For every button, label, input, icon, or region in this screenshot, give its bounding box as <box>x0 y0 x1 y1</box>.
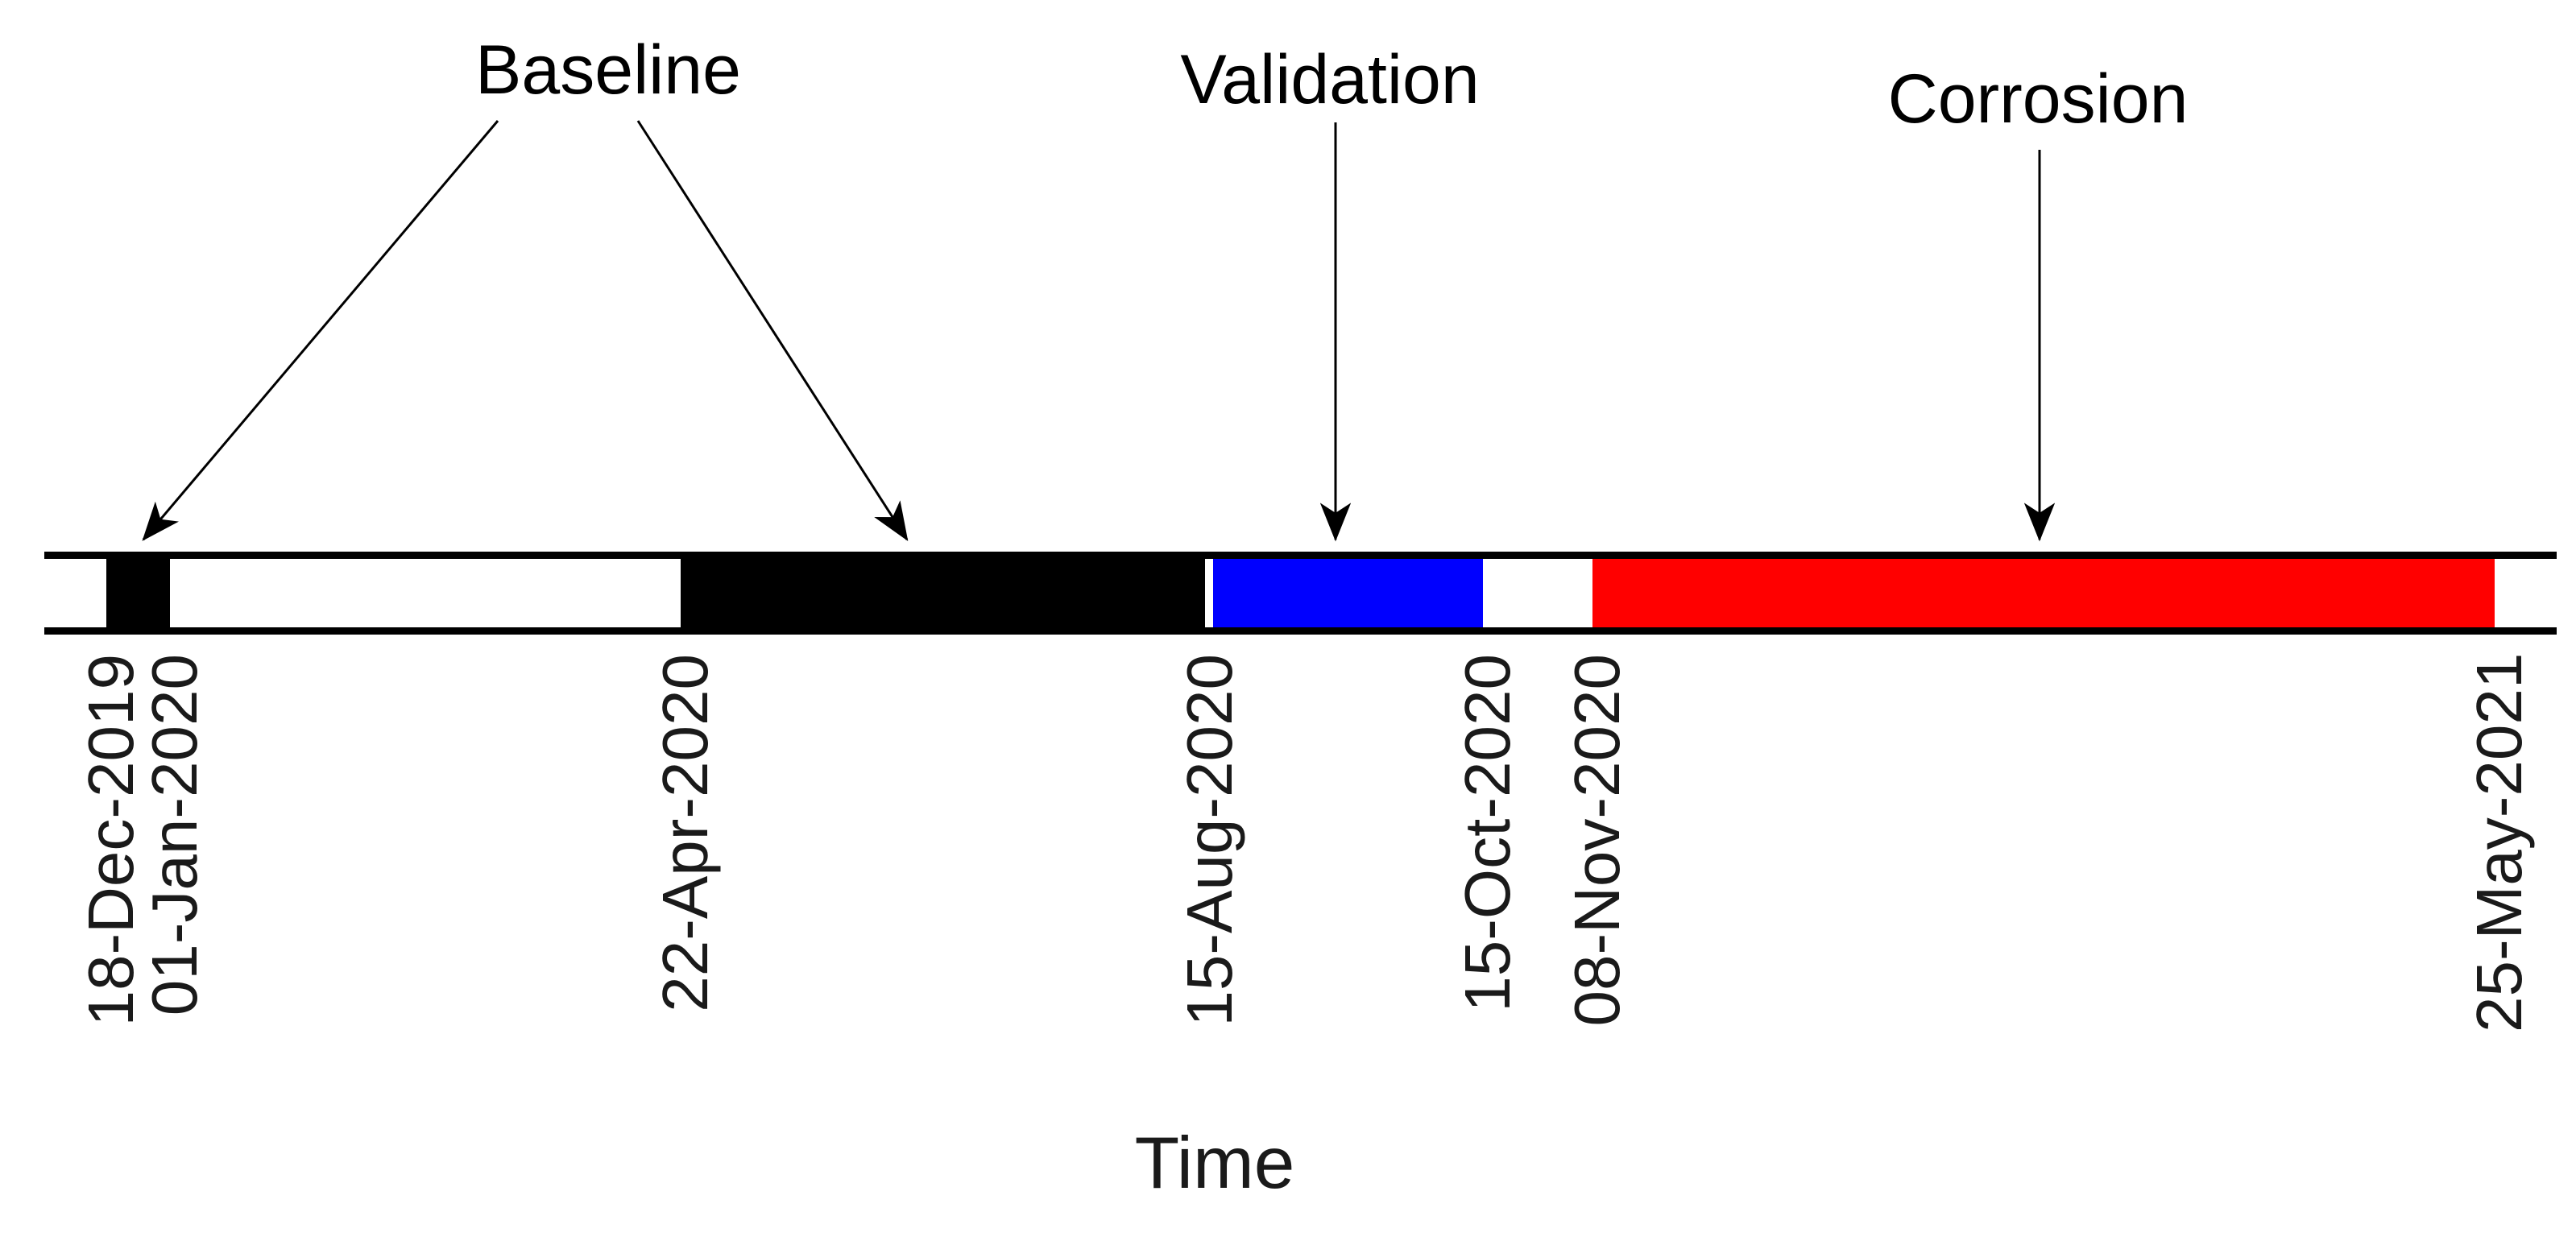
date-tick: 25-May-2021 <box>2463 652 2535 1032</box>
timeline-top-border <box>44 552 2557 559</box>
date-tick: 08-Nov-2020 <box>1560 654 1633 1027</box>
time-axis-label: Time <box>1134 1123 1295 1204</box>
date-tick: 15-Oct-2020 <box>1451 654 1523 1012</box>
timeline-segment-baseline <box>106 559 171 627</box>
date-tick: 15-Aug-2020 <box>1173 654 1245 1027</box>
baseline-arrow-left <box>142 120 499 541</box>
date-tick: 18-Dec-2019 <box>75 654 147 1027</box>
timeline-segment-validation <box>1212 559 1483 627</box>
corrosion-annotation-label: Corrosion <box>1887 60 2189 138</box>
date-tick: 01-Jan-2020 <box>139 654 211 1016</box>
baseline-arrow-right <box>636 120 909 542</box>
timeline-segment-baseline <box>680 559 1205 627</box>
timeline-bottom-border <box>44 627 2557 635</box>
timeline-segment-corrosion <box>1592 559 2495 627</box>
date-tick: 22-Apr-2020 <box>648 654 721 1012</box>
validation-annotation-label: Validation <box>1180 41 1480 118</box>
baseline-annotation-label: Baseline <box>475 31 741 109</box>
